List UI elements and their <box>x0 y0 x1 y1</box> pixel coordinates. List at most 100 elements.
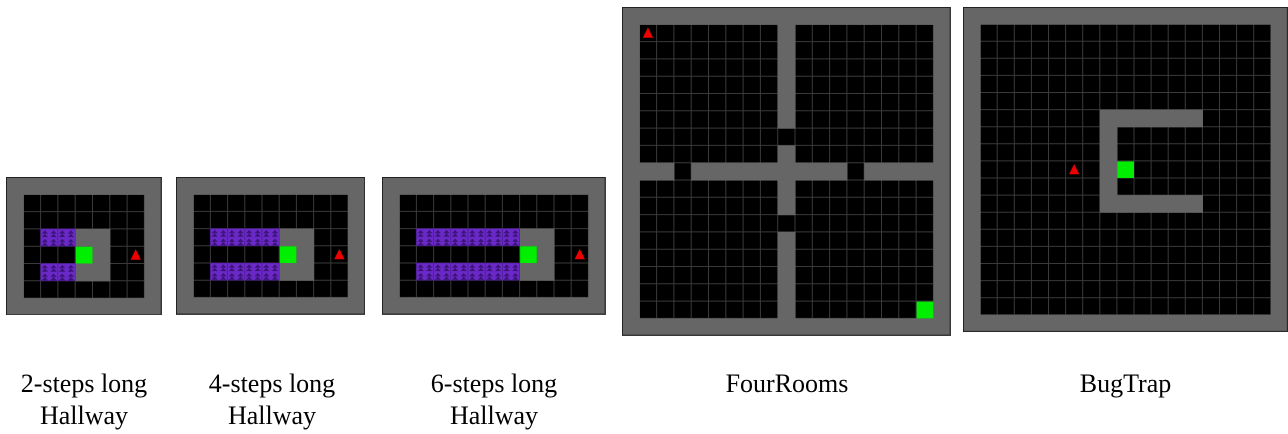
wall-cell <box>963 297 981 316</box>
hallway-4-caption-line2: Hallway <box>227 401 317 430</box>
hallway-2-grid <box>6 177 162 316</box>
lava-cell <box>210 262 228 281</box>
hallway6-svg <box>382 177 606 315</box>
wall-cell <box>1168 314 1186 332</box>
wall-cell <box>933 179 951 198</box>
wall-cell <box>1185 195 1203 213</box>
wall-cell <box>57 298 76 316</box>
wall-cell <box>347 194 366 212</box>
wall-cell <box>1116 109 1135 128</box>
fourrooms-svg <box>622 7 951 336</box>
wall-cell <box>933 58 951 77</box>
lava-glyph <box>503 264 519 280</box>
wall-cell <box>933 301 951 319</box>
wall-cell <box>313 297 332 315</box>
wall-cell <box>777 24 796 43</box>
wall-cell <box>673 7 692 25</box>
wall-cell <box>673 318 692 336</box>
wall-cell <box>963 263 981 282</box>
panel-border <box>622 7 951 336</box>
wall-cell <box>1253 7 1272 25</box>
wall-cell <box>296 228 315 247</box>
lava-glyph <box>263 264 278 280</box>
lava-glyph <box>211 264 227 280</box>
wall-cell <box>144 177 162 195</box>
wall-cell <box>1270 109 1288 128</box>
wall-cell <box>127 177 145 195</box>
wall-cell <box>144 246 162 265</box>
wall-cell <box>1048 314 1067 332</box>
wall-cell <box>1219 314 1238 332</box>
wall-cell <box>1151 195 1169 213</box>
wall-cell <box>6 280 24 299</box>
wall-cell <box>622 76 640 95</box>
lava-glyph <box>469 264 484 280</box>
bugtrap-grid <box>963 7 1288 332</box>
agent-marker <box>1069 163 1080 175</box>
lava-glyph <box>417 229 433 246</box>
wall-cell <box>347 177 366 195</box>
wall-cell <box>519 262 538 281</box>
wall-cell <box>502 177 521 195</box>
wall-cell <box>416 297 435 315</box>
wall-cell <box>536 177 555 195</box>
bugtrap-caption: BugTrap <box>963 368 1288 400</box>
wall-cell <box>622 41 640 60</box>
wall-cell <box>210 297 229 315</box>
wall-cell <box>760 318 779 336</box>
lava-glyph <box>246 229 261 246</box>
lava-glyph <box>452 264 467 280</box>
wall-cell <box>933 7 951 25</box>
wall-cell <box>777 162 796 181</box>
wall-cell <box>777 145 796 164</box>
wall-cell <box>92 263 111 282</box>
wall-cell <box>485 177 503 195</box>
wall-cell <box>6 194 24 213</box>
wall-cell <box>777 283 796 302</box>
wall-cell <box>1133 109 1152 128</box>
wall-cell <box>1236 314 1255 332</box>
wall-cell <box>536 297 555 315</box>
wall-cell <box>916 7 934 25</box>
wall-cell <box>1082 314 1101 332</box>
fourrooms-grid <box>622 7 951 336</box>
wall-cell <box>933 266 951 285</box>
wall-cell <box>382 262 400 281</box>
wall-cell <box>777 58 796 77</box>
wall-cell <box>433 177 452 195</box>
wall-cell <box>519 177 538 195</box>
wall-cell <box>933 24 951 43</box>
wall-cell <box>571 177 589 195</box>
wall-cell <box>92 228 111 247</box>
lava-glyph <box>452 229 467 246</box>
hallway-6-caption-line1: 6-steps long <box>430 369 558 398</box>
wall-cell <box>279 262 297 281</box>
wall-cell <box>777 93 796 112</box>
wall-cell <box>725 7 744 25</box>
wall-cell <box>330 297 349 315</box>
wall-cell <box>812 318 831 336</box>
wall-cell <box>450 297 469 315</box>
wall-cell <box>75 298 94 316</box>
wall-cell <box>980 314 998 332</box>
wall-cell <box>347 280 366 298</box>
hallway-6-grid <box>382 177 606 315</box>
hallway-2-caption-line1: 2-steps long <box>20 369 148 398</box>
wall-cell <box>279 297 297 315</box>
wall-cell <box>743 162 761 181</box>
agent-marker <box>642 27 654 38</box>
wall-cell <box>794 162 813 181</box>
wall-cell <box>382 228 400 247</box>
wall-cell <box>296 262 315 281</box>
wall-cell <box>6 211 24 230</box>
wall-cell <box>622 214 640 233</box>
wall-cell <box>812 7 831 25</box>
wall-cell <box>639 7 658 25</box>
wall-cell <box>553 297 572 315</box>
wall-cell <box>193 297 211 315</box>
wall-cell <box>40 298 59 316</box>
wall-cell <box>330 177 349 195</box>
wall-cell <box>467 297 486 315</box>
bugtrap-svg <box>963 7 1288 332</box>
goal-square <box>520 246 537 263</box>
